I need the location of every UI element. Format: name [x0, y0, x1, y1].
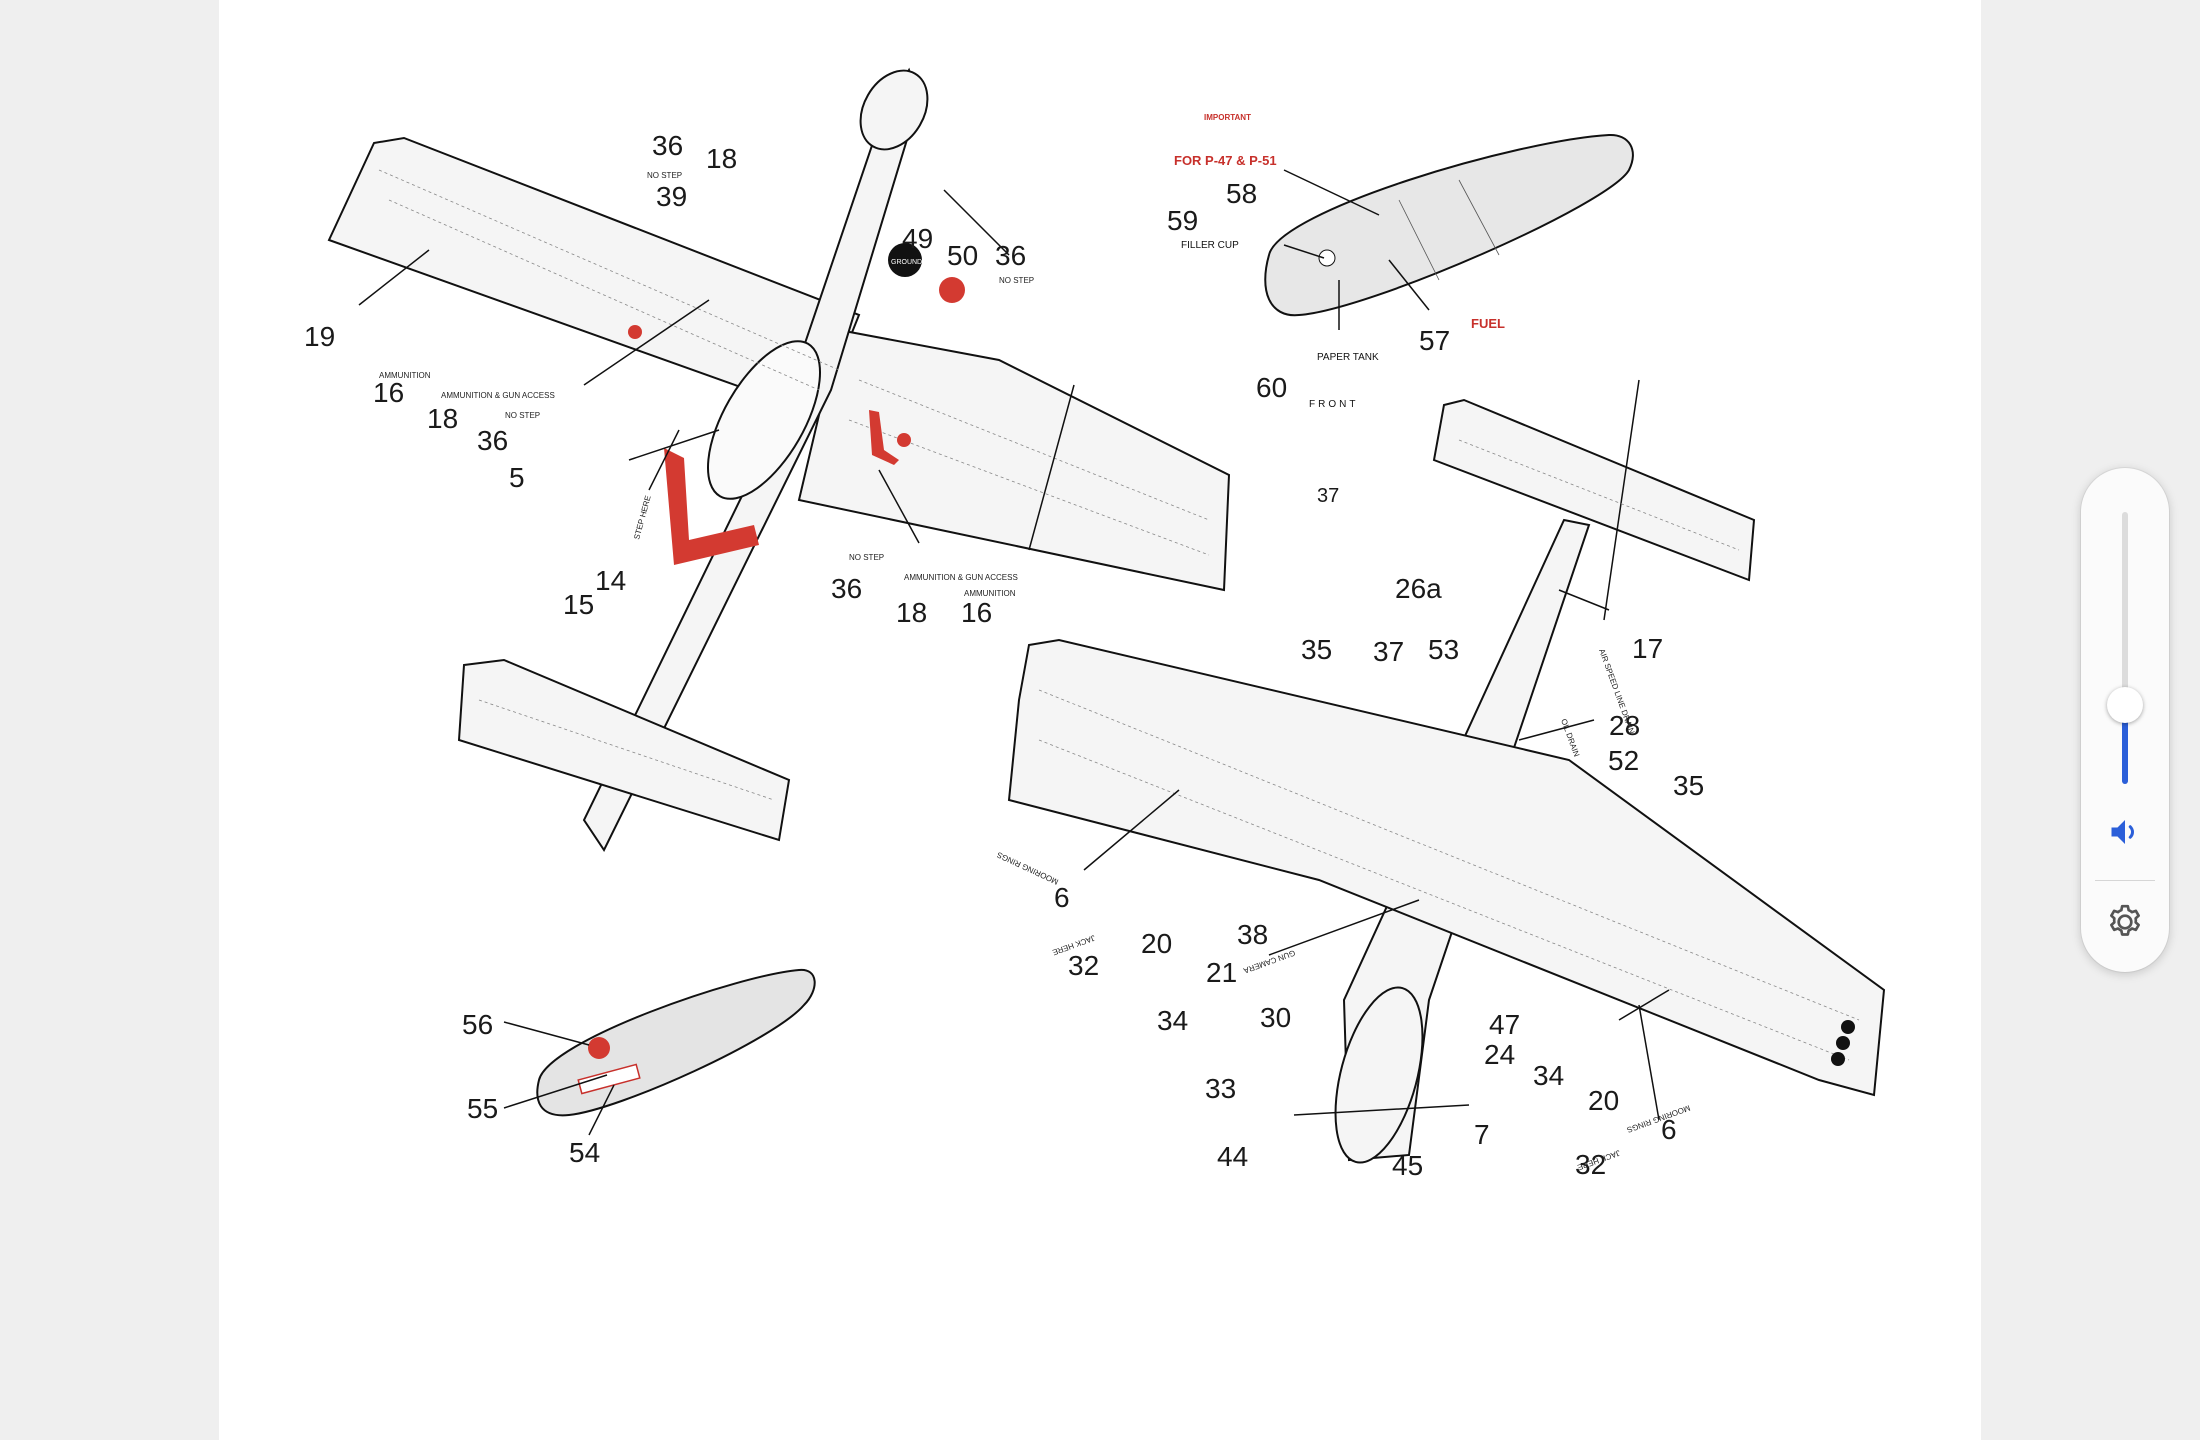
callout-number: 32 — [1575, 1149, 1606, 1180]
ground-here-label: GROUND HERE — [891, 259, 944, 266]
callout-number: 35 — [1673, 770, 1704, 801]
callout-number: 55 — [467, 1093, 498, 1124]
drop-tank: IMPORTANT FOR P-47 & P-51 FILLER CUP PAP… — [1167, 113, 1634, 410]
callout-number: 18 — [896, 597, 927, 628]
callout-number: 34 — [1533, 1060, 1564, 1091]
front-label: FRONT — [1309, 399, 1358, 410]
callout-number: 28 — [1609, 710, 1640, 741]
ammunition-label: AMMUNITION — [964, 589, 1016, 598]
callout-number: 60 — [1256, 372, 1287, 403]
callout-number: 19 — [304, 321, 335, 352]
volume-slider-track[interactable] — [2122, 512, 2128, 784]
callout-number: 6 — [1054, 882, 1070, 913]
callout-number: 14 — [595, 565, 626, 596]
aircraft-stencil-diagram: 36 18 39 49 50 36 19 16 18 36 5 14 15 36… — [304, 67, 1886, 1181]
callout-number: 54 — [569, 1137, 600, 1168]
callout-number: 16 — [961, 597, 992, 628]
ammunition-label: AMMUNITION — [379, 371, 431, 380]
callout-number: 33 — [1205, 1073, 1236, 1104]
no-step-label: NO STEP — [647, 171, 682, 180]
callout-number: 49 — [902, 223, 933, 254]
callout-number: 26a — [1395, 573, 1442, 604]
callout-number: 38 — [1237, 919, 1268, 950]
callout-number: 39 — [656, 181, 687, 212]
callout-number: 18 — [427, 403, 458, 434]
callout-number: 50 — [947, 240, 978, 271]
volume-slider-fill — [2122, 705, 2128, 784]
callout-number: 52 — [1608, 745, 1639, 776]
callout-number: 37 — [1373, 636, 1404, 667]
gun-camera-label: GUN CAMERA — [1242, 948, 1297, 975]
callout-number: 5 — [509, 462, 525, 493]
callout-number: 56 — [462, 1009, 493, 1040]
callout-number: 36 — [995, 240, 1026, 271]
callout-number: 47 — [1489, 1009, 1520, 1040]
callout-number: 24 — [1484, 1039, 1515, 1070]
callout-number: 57 — [1419, 325, 1450, 356]
ammo-gun-access-label: AMMUNITION & GUN ACCESS — [441, 391, 555, 400]
callout-number: 36 — [652, 130, 683, 161]
callout-number: 59 — [1167, 205, 1198, 236]
callout-number: 6 — [1661, 1114, 1677, 1145]
callout-number: 16 — [373, 377, 404, 408]
callout-number: 20 — [1588, 1085, 1619, 1116]
fuel-label: FUEL — [1471, 316, 1505, 331]
callout-number: 18 — [706, 143, 737, 174]
callout-number: 45 — [1392, 1150, 1423, 1181]
step-here-label: STEP HERE — [632, 495, 652, 541]
callout-number: 34 — [1157, 1005, 1188, 1036]
belly-pod: 56 55 54 — [462, 968, 816, 1168]
callout-number: 20 — [1141, 928, 1172, 959]
volume-slider-thumb[interactable] — [2107, 687, 2143, 723]
callout-number: 15 — [563, 589, 594, 620]
callout-number: 44 — [1217, 1141, 1248, 1172]
aircraft-top-view: 36 18 39 49 50 36 19 16 18 36 5 14 15 36… — [304, 67, 1231, 852]
volume-control-panel — [2081, 468, 2169, 972]
no-step-label: NO STEP — [849, 553, 884, 562]
divider — [2095, 880, 2155, 881]
ammo-gun-access-label: AMMUNITION & GUN ACCESS — [904, 573, 1018, 582]
callout-number: 37 — [1317, 485, 1339, 507]
mooring-rings-label: MOORING RINGS — [996, 850, 1060, 886]
callout-number: 35 — [1301, 634, 1332, 665]
drawing-sheet: 36 18 39 49 50 36 19 16 18 36 5 14 15 36… — [219, 0, 1981, 1440]
callout-number: 58 — [1226, 178, 1257, 209]
callout-number: 30 — [1260, 1002, 1291, 1033]
mooring-rings-label: MOORING RINGS — [1626, 1103, 1692, 1134]
paper-tank-label: PAPER TANK — [1317, 352, 1379, 363]
speaker-volume-icon[interactable] — [2107, 814, 2143, 850]
callout-number: 36 — [831, 573, 862, 604]
callout-number: 17 — [1632, 633, 1663, 664]
gear-icon[interactable] — [2105, 902, 2145, 942]
callout-number: 53 — [1428, 634, 1459, 665]
callout-number: 21 — [1206, 957, 1237, 988]
callout-number: 36 — [477, 425, 508, 456]
for-p47-label: FOR P-47 & P-51 — [1174, 153, 1277, 168]
filler-cup-label: FILLER CUP — [1181, 240, 1239, 251]
no-step-label: NO STEP — [505, 411, 540, 420]
callout-number: 7 — [1474, 1119, 1490, 1150]
important-label: IMPORTANT — [1204, 113, 1251, 122]
no-step-label: NO STEP — [999, 276, 1034, 285]
callout-number: 32 — [1068, 950, 1099, 981]
